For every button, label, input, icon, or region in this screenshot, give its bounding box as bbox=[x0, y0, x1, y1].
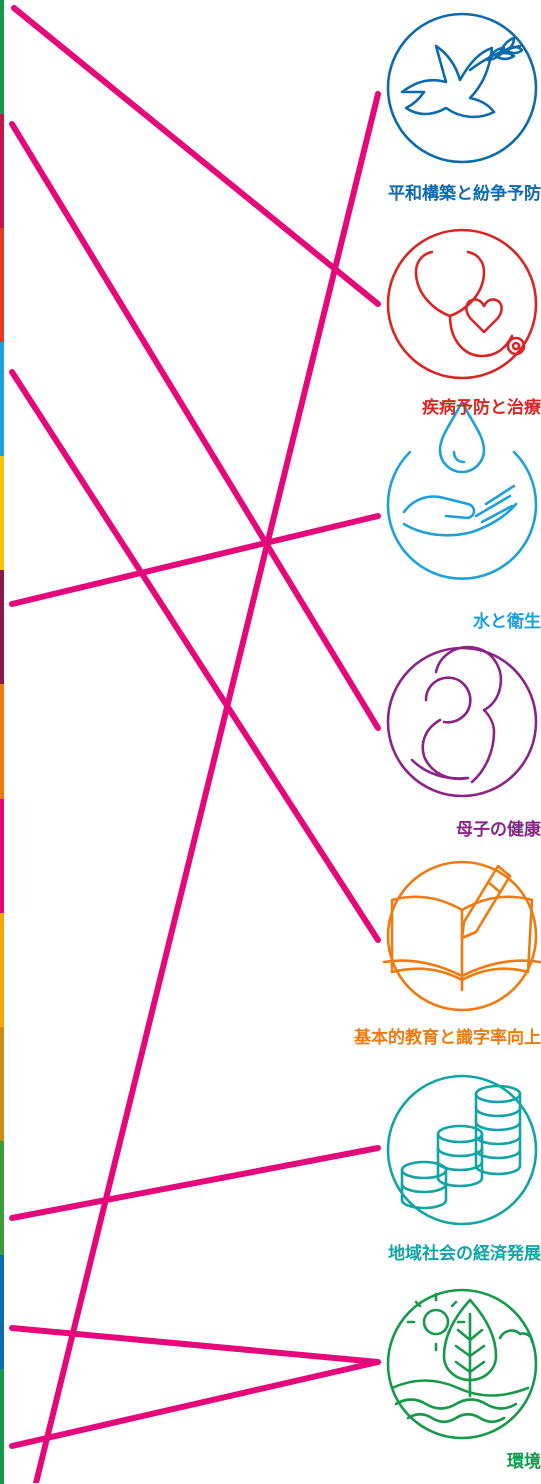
label-maternal: 母子の健康 bbox=[456, 820, 541, 840]
strip-segment bbox=[0, 342, 4, 458]
water-drop-hand-icon bbox=[386, 400, 538, 580]
strip-segment bbox=[0, 570, 4, 686]
strip-segment bbox=[0, 1254, 4, 1370]
label-economic: 地域社会の経済発展 bbox=[388, 1244, 541, 1264]
strip-segment bbox=[0, 684, 4, 800]
connection-line-disease bbox=[11, 5, 381, 307]
book-pencil-icon bbox=[382, 860, 541, 1012]
coin-stacks-icon bbox=[386, 1074, 538, 1226]
strip-segment bbox=[0, 114, 4, 230]
tree-sun-waves-icon bbox=[386, 1288, 538, 1440]
dove-olive-branch-icon bbox=[386, 12, 538, 164]
label-water: 水と衛生 bbox=[473, 612, 541, 632]
connection-line-water bbox=[9, 513, 381, 607]
label-education: 基本的教育と識字率向上 bbox=[354, 1028, 541, 1048]
label-peace: 平和構築と紛争予防 bbox=[388, 184, 541, 204]
connection-line-environment bbox=[9, 1359, 381, 1449]
strip-segment bbox=[0, 912, 4, 1028]
strip-segment bbox=[0, 1026, 4, 1142]
mother-child-icon bbox=[386, 645, 538, 798]
strip-segment bbox=[0, 1368, 4, 1484]
connection-line-economic bbox=[9, 1145, 381, 1221]
connection-line-maternal bbox=[9, 121, 381, 731]
strip-segment bbox=[0, 456, 4, 572]
connection-line-environment bbox=[33, 91, 381, 1483]
strip-segment bbox=[0, 1140, 4, 1256]
strip-segment bbox=[0, 798, 4, 914]
connection-line-education bbox=[9, 369, 381, 943]
stethoscope-heart-icon bbox=[386, 228, 538, 380]
strip-segment bbox=[0, 0, 4, 116]
label-disease: 疾病予防と治療 bbox=[422, 398, 541, 418]
label-environment: 環境 bbox=[507, 1452, 541, 1472]
strip-segment bbox=[0, 228, 4, 344]
